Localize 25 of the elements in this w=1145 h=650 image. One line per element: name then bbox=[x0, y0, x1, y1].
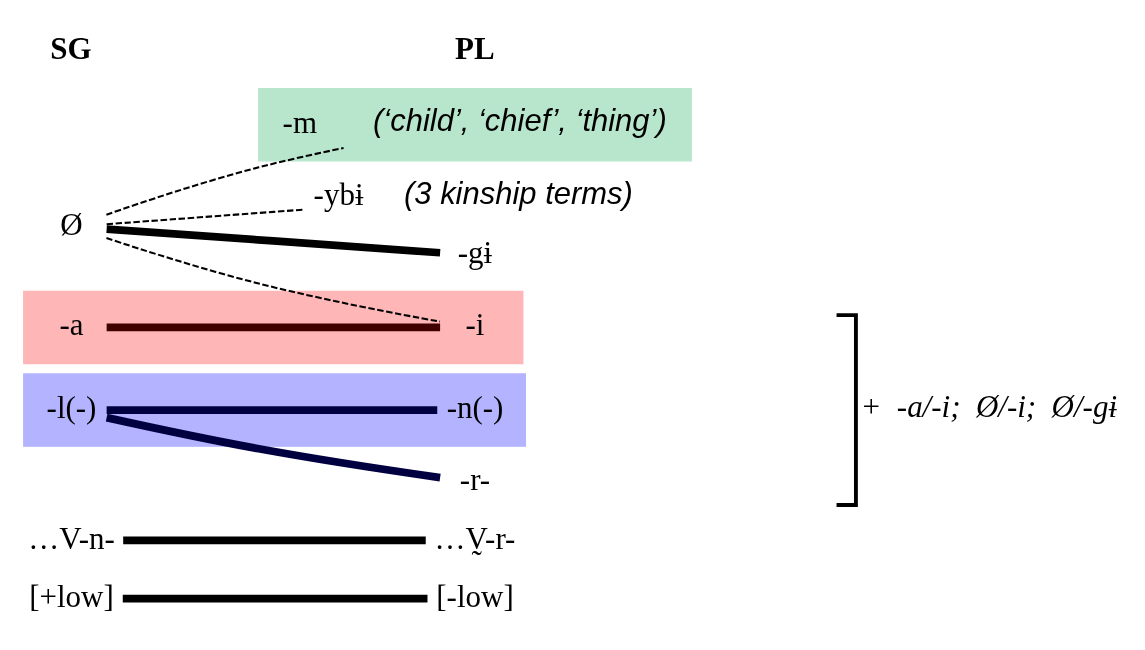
node-text: [-low] bbox=[436, 578, 514, 614]
node-text: -n(-) bbox=[446, 389, 504, 425]
connector bbox=[106, 236, 441, 323]
node-text: …V-n- bbox=[28, 519, 115, 555]
cluster bbox=[258, 87, 692, 161]
node-text: …V̰-r- bbox=[434, 519, 516, 555]
node-text: [+low] bbox=[29, 578, 114, 614]
label: + -a/-i; Ø/-i; Ø/-gɨ bbox=[860, 388, 1117, 424]
label: SG bbox=[50, 30, 92, 66]
node-text: -ybɨ bbox=[313, 176, 364, 212]
node-text: -i bbox=[465, 306, 485, 342]
node-text: -a bbox=[59, 306, 84, 342]
node-text: -r- bbox=[459, 461, 491, 497]
label: PL bbox=[455, 30, 495, 66]
connector bbox=[106, 146, 344, 216]
node-text: -m bbox=[282, 104, 318, 140]
node-text: -l(-) bbox=[46, 389, 97, 425]
connector bbox=[106, 208, 304, 225]
node-label: (3 kinship terms) bbox=[404, 175, 633, 211]
cluster bbox=[23, 372, 526, 447]
node-text: Ø bbox=[60, 206, 83, 242]
cluster bbox=[23, 290, 524, 364]
node-text: -gɨ bbox=[457, 234, 493, 270]
node-label: (‘child’, ‘chief’, ‘thing’) bbox=[373, 102, 667, 138]
connector bbox=[105, 413, 441, 481]
